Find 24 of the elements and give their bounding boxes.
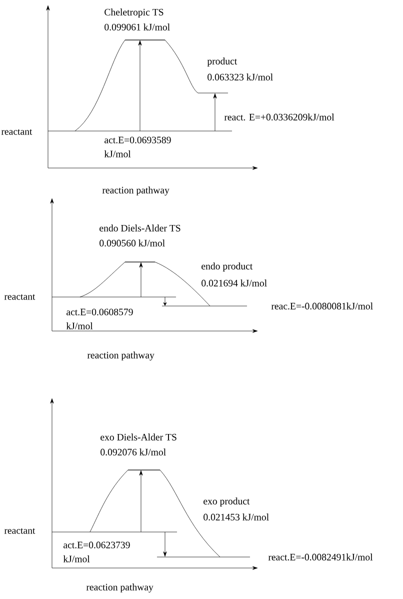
- label: exo product: [204, 498, 250, 506]
- label: endo product: [202, 262, 253, 272]
- label: Cheletropic TS: [104, 8, 164, 18]
- label: act.E=0.0693589 kJ/mol: [104, 136, 171, 158]
- label: exo Diels-Alder TS: [100, 434, 176, 440]
- label: endo Diels-Alder TS: [100, 224, 180, 232]
- label: reac.E=-0.0080081kJ/mol: [271, 302, 373, 310]
- label: reactant: [4, 294, 36, 300]
- label: reactant: [4, 528, 36, 534]
- label: act.E=0.0608579 kJ/mol: [66, 308, 133, 330]
- label: 0.021453 kJ/mol: [204, 514, 269, 520]
- label: react.E=-0.0082491kJ/mol: [268, 554, 373, 560]
- label: 0.099061 kJ/mol: [104, 24, 170, 30]
- label: reaction pathway: [87, 352, 154, 360]
- label: reaction pathway: [102, 186, 170, 196]
- label: 0.092076 kJ/mol: [100, 448, 166, 456]
- label: reactant: [1, 129, 32, 135]
- label: reaction pathway: [86, 584, 154, 592]
- label: 0.063323 kJ/mol: [208, 74, 273, 80]
- label: react. E=+0.0336209kJ/mol: [224, 114, 334, 120]
- label: 0.021694 kJ/mol: [202, 280, 267, 286]
- label: product: [207, 58, 238, 66]
- label: 0.090560 kJ/mol: [100, 240, 165, 246]
- label: act.E=0.0623739 kJ/mol: [63, 542, 130, 562]
